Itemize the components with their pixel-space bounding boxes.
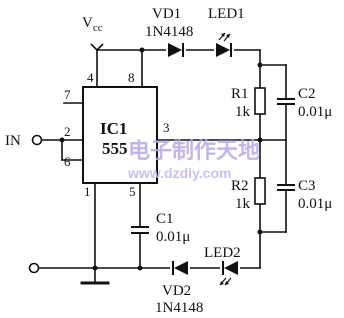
capacitor-c1-icon [131,226,149,234]
ic1-body [82,86,158,184]
r1-ref: R1 [231,86,249,102]
c2-value: 0.01μ [298,104,332,120]
resistor-r1-icon [254,87,266,115]
vd1-ref: VD1 [152,6,181,22]
ground-terminal [28,262,40,274]
resistor-r2-icon [254,177,266,205]
diode-vd1-icon [166,42,186,58]
led1-icon [214,32,234,58]
c1-ref: C1 [156,211,174,227]
pin-7-label: 7 [64,87,71,102]
c3-ref: C3 [298,178,316,194]
watermark-url: www.dzdiy.com [127,165,231,181]
pin-8-label: 8 [128,70,135,85]
vcc-label: Vcc [82,15,103,34]
watermark-cn: 电子制作天地 [128,139,260,164]
pin-6-label: 6 [64,154,71,169]
pin-1-label: 1 [84,184,91,199]
led1-ref: LED1 [208,6,245,22]
r2-ref: R2 [231,178,249,194]
c2-ref: C2 [298,86,316,102]
input-label: IN [5,133,21,149]
pin-2-label: 2 [64,124,71,139]
ic1-part: 555 [102,139,128,158]
ic1-ref: IC1 [100,119,127,138]
vd1-part: 1N4148 [145,24,193,40]
pin-3-label: 3 [163,120,170,135]
r1-value: 1k [235,104,251,120]
r2-value: 1k [235,196,251,212]
capacitor-c3-icon [277,184,295,191]
pin-4-label: 4 [87,70,94,85]
c1-value: 0.01μ [156,229,190,245]
vcc-arrow-icon [90,43,104,51]
vd2-ref: VD2 [162,283,191,299]
pin-5-label: 5 [129,184,136,199]
c3-value: 0.01μ [298,196,332,212]
led2-icon [219,260,240,286]
input-terminal [31,134,43,146]
junction-dots [59,47,263,271]
capacitor-c2-icon [277,98,295,105]
diode-vd2-icon [170,260,190,276]
led2-ref: LED2 [204,245,241,261]
vd2-part: 1N4148 [155,300,203,316]
